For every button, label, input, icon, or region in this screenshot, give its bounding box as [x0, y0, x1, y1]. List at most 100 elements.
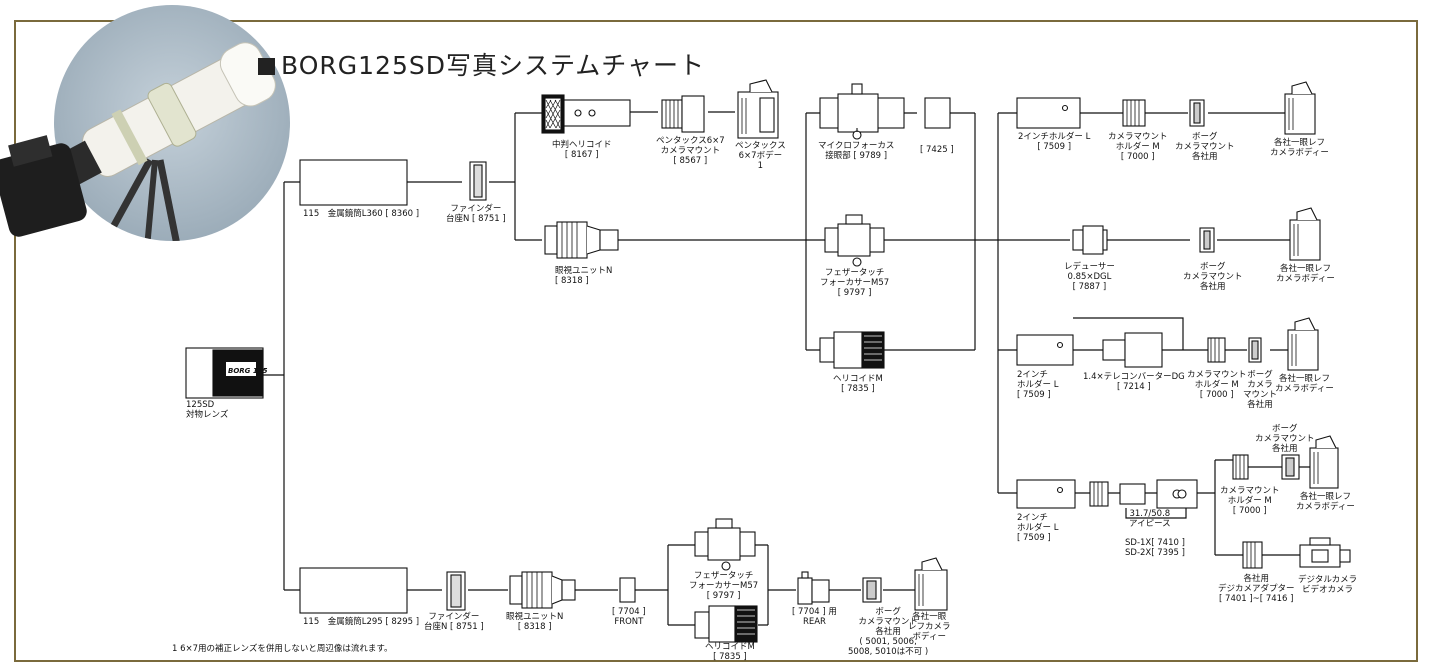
- label-line: デジカメアダプター: [1218, 584, 1295, 594]
- eyepiece-unit-bottom-icon: [509, 571, 576, 609]
- cam-mount-holder-row3-label: カメラマウントホルダー M[ 7000 ]: [1187, 370, 1247, 400]
- label-line: 1: [757, 161, 764, 171]
- eyepiece-unit-top-label: 眼視ユニットN[ 8318 ]: [555, 266, 612, 286]
- label-line: カメラ: [1247, 380, 1273, 390]
- label-line: 各社用: [1200, 282, 1226, 292]
- label-line: 115 金属鏡筒L295 [ 8295 ]: [303, 617, 420, 627]
- holder-l-row3-label: 2インチホルダー L[ 7509 ]: [1017, 370, 1058, 400]
- component-icons: BORG 125: [185, 79, 1351, 643]
- lens-label-line: 125SD: [186, 400, 215, 410]
- label-line: フェザータッチ: [824, 268, 885, 278]
- tube360-label: 115 金属鏡筒L360 [ 8360 ]: [303, 209, 419, 219]
- borg-mount-row4-icon: [1281, 454, 1300, 480]
- helicoid-7835-top-icon: [819, 331, 885, 369]
- slr-bottom-label: 各社一眼レフカメラボディー: [908, 612, 951, 642]
- pentax-mount-icon: [661, 95, 705, 133]
- digi-adapter-label: 各社用デジカメアダプター[ 7401 ]~[ 7416 ]: [1218, 574, 1295, 604]
- label-line: 6×7ボデー: [738, 151, 783, 161]
- borg-mount-row3-label: ボーグカメラマウント各社用: [1243, 370, 1277, 410]
- label-line: 1.4×テレコンバーターDG: [1083, 372, 1185, 382]
- label-line: カメラマウント: [1175, 142, 1235, 152]
- label-line: アイピース: [1129, 519, 1171, 529]
- label-line: ボディー: [912, 632, 946, 642]
- title-square-bullet: [258, 58, 275, 75]
- label-line: ホルダー M: [1115, 142, 1160, 152]
- label-line: ボーグ: [1247, 370, 1273, 380]
- label-line: ヘリコイドM: [705, 642, 755, 652]
- feather-top-icon: [824, 214, 885, 267]
- label-line: [ 9797 ]: [837, 288, 872, 298]
- label-line: 各社一眼レフ: [1273, 138, 1325, 148]
- label-line: ヘリコイドM: [833, 374, 883, 384]
- label-line: ペンタックス6×7: [656, 136, 725, 146]
- label-line: カメラボディー: [1270, 148, 1329, 158]
- borg-mount-bottom-icon: [862, 577, 882, 603]
- part-7425-label: [ 7425 ]: [920, 145, 954, 155]
- label-line: マウント: [1243, 390, 1278, 400]
- tube-l295-icon: [299, 567, 408, 614]
- label-line: ( 5001, 5006,: [859, 637, 917, 647]
- label-line: 各社一眼レフ: [1279, 264, 1331, 274]
- microfocus-icon: [819, 83, 905, 140]
- label-line: デジタルカメラ: [1298, 575, 1358, 585]
- feather-bottom-icon: [694, 518, 756, 571]
- label-line: SD-2X[ 7395 ]: [1125, 548, 1185, 558]
- label-line: 各社用: [1192, 152, 1218, 162]
- finder-top-label: ファインダー台座N [ 8751 ]: [446, 204, 506, 224]
- sd-eyepiece-icon: [1089, 479, 1198, 509]
- label-line: 2インチ: [1017, 513, 1048, 523]
- label-line: 各社一眼: [912, 612, 947, 622]
- helicoid-7835-top-label: ヘリコイドM[ 7835 ]: [833, 374, 883, 394]
- slr-row1-label: 各社一眼レフカメラボディー: [1270, 138, 1329, 158]
- label-line: [ 7704 ]: [612, 607, 646, 617]
- label-line: レフカメラ: [908, 622, 951, 632]
- label-line: 115 金属鏡筒L360 [ 8360 ]: [303, 209, 420, 219]
- label-line: 接眼部 [ 9789 ]: [825, 151, 888, 161]
- label-line: FRONT: [614, 617, 644, 627]
- cam-mount-holder-row1-label: カメラマウントホルダー M[ 7000 ]: [1108, 132, 1168, 162]
- label-line: [ 7509 ]: [1037, 142, 1072, 152]
- label-line: [ 8167 ]: [564, 150, 599, 160]
- digi-adapter-icon: [1242, 541, 1263, 569]
- digital-camera-icon: [1299, 537, 1351, 568]
- digital-camera-label: デジタルカメラビデオカメラ: [1298, 575, 1357, 595]
- chart-frame: [14, 20, 1418, 662]
- label-line: [ 8318 ]: [555, 276, 589, 286]
- holder-l-row4-label: 2インチホルダー L[ 7509 ]: [1017, 513, 1058, 543]
- slr-row3-label: 各社一眼レフカメラボディー: [1275, 374, 1334, 394]
- borg-mount-row2-label: ボーグカメラマウント各社用: [1183, 262, 1243, 292]
- label-line: 各社一眼レフ: [1278, 374, 1330, 384]
- label-line: フォーカサーM57: [689, 581, 759, 591]
- label-line: ボーグ: [1272, 424, 1298, 434]
- label-line: ホルダー M: [1194, 380, 1239, 390]
- lens-label: 125SD 対物レンズ: [186, 400, 228, 420]
- label-line: フェザータッチ: [693, 571, 754, 581]
- slr-row2-icon: [1289, 207, 1321, 261]
- label-line: カメラマウント: [858, 617, 918, 627]
- label-line: 各社用: [1243, 574, 1270, 584]
- label-line: ファインダー: [450, 204, 502, 214]
- helicoid-8167-icon: [541, 94, 631, 134]
- label-line: ファインダー: [428, 612, 480, 622]
- title-text: BORG125SD写真システムチャート: [281, 51, 705, 80]
- label-line: カメラボディー: [1276, 274, 1335, 284]
- pentax-body-icon: [737, 79, 779, 139]
- borg-mount-bottom-label: ボーグカメラマウント各社用( 5001, 5006,5008, 5010は不可 …: [848, 607, 928, 657]
- borg-mount-row2-icon: [1199, 227, 1215, 253]
- label-line: カメラマウント: [660, 146, 721, 156]
- label-line: 2インチ: [1017, 370, 1048, 380]
- connector-lines: [263, 111, 1310, 626]
- finder-top-icon: [469, 161, 487, 201]
- label-line: [ 9797 ]: [706, 591, 741, 601]
- slr-row2-label: 各社一眼レフカメラボディー: [1276, 264, 1335, 284]
- borg-mount-row4-label: ボーグカメラマウント各社用: [1255, 424, 1315, 454]
- slr-bottom-icon: [914, 557, 948, 611]
- label-line: [ 8567 ]: [673, 156, 708, 166]
- holder-l-row4-icon: [1016, 479, 1076, 509]
- eyepiece-unit-bottom-label: 眼視ユニットN[ 8318 ]: [506, 612, 563, 632]
- teleconverter-icon: [1102, 332, 1163, 368]
- label-line: ホルダー L: [1017, 380, 1059, 390]
- label-line: ボーグ: [1192, 132, 1218, 142]
